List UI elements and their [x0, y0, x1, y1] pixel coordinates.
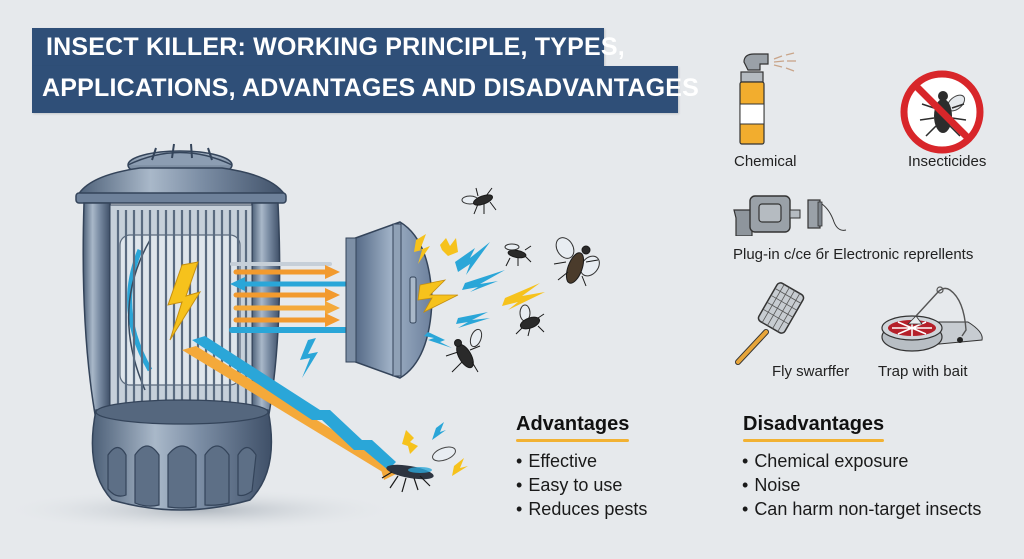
list-item: Chemical exposure — [742, 449, 981, 473]
insect-icon — [445, 328, 483, 373]
insect-icon — [461, 187, 497, 215]
list-item: Easy to use — [516, 473, 647, 497]
plug-in-device-icon — [733, 195, 847, 236]
list-item: Reduces pests — [516, 497, 647, 521]
spray-can-icon — [739, 52, 796, 145]
insect-icon — [504, 243, 532, 267]
type-label-trap: Trap with bait — [878, 363, 968, 380]
device-shadow — [0, 488, 400, 532]
flying-insects — [445, 187, 600, 373]
advantages-heading-text: Advantages — [516, 413, 630, 435]
fly-swatter-icon — [735, 282, 805, 365]
list-item: Can harm non-target insects — [742, 497, 981, 521]
heading-underline — [516, 439, 630, 442]
title-line-1: INSECT KILLER: WORKING PRINCIPLE, TYPES, — [32, 28, 625, 68]
type-label-fly-swatter: Fly swarffer — [772, 363, 850, 380]
heading-underline — [743, 439, 885, 442]
insect-icon — [515, 304, 545, 337]
disadvantages-heading: Disadvantages — [743, 413, 885, 442]
type-label-chemical: Chemical — [734, 153, 797, 170]
list-item: Noise — [742, 473, 981, 497]
list-item: Effective — [516, 449, 647, 473]
electric-sparks — [414, 234, 545, 348]
advantages-list: Effective Easy to use Reduces pests — [516, 449, 647, 521]
disadvantages-heading-text: Disadvantages — [743, 413, 885, 435]
insect-killer-lamp — [75, 143, 287, 511]
energy-arrows — [229, 262, 348, 333]
title-line-2: APPLICATIONS, ADVANTAGES AND DISADVANTAG… — [32, 66, 699, 113]
advantages-heading: Advantages — [516, 413, 630, 442]
no-insects-icon — [900, 70, 984, 154]
electronic-emitter — [345, 221, 433, 379]
type-label-insecticides: Insecticides — [908, 153, 987, 170]
insect-killer-illustration — [0, 143, 600, 532]
zapped-insect-icon — [381, 446, 456, 493]
disadvantages-list: Chemical exposure Noise Can harm non-tar… — [742, 449, 981, 521]
bait-trap-icon — [881, 286, 983, 352]
insect-icon — [553, 237, 600, 287]
type-label-plug-in: Plug-in c/ce бr Electronic reprellents — [733, 246, 974, 263]
spark-icon — [300, 338, 318, 378]
